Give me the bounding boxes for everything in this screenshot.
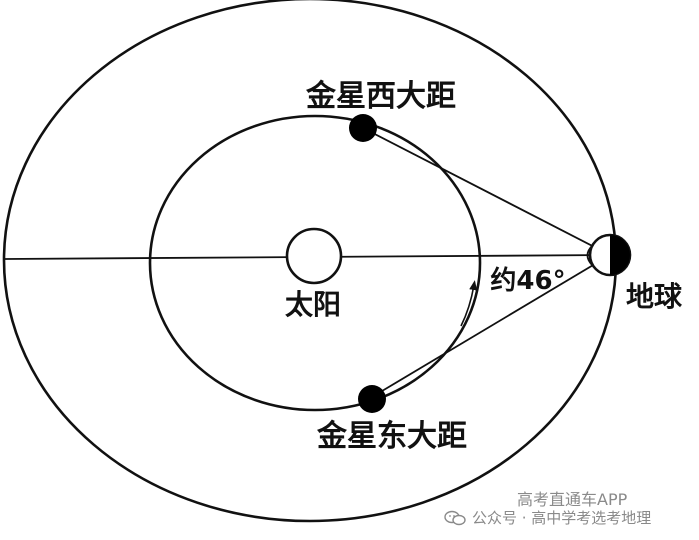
venus-western-elongation [349,114,377,142]
tangent-line-western [362,127,611,256]
earth [588,233,632,277]
watermark-account-text: 公众号 · 高中学考选考地理 [472,509,652,527]
label-angle: 约46° [490,265,565,296]
wechat-icon [444,510,466,525]
tangent-line-eastern [371,254,611,398]
watermark-app-name: 高考直通车APP [517,490,628,509]
watermark-account: 公众号 · 高中学考选考地理 [444,507,651,528]
label-western-elongation: 金星西大距 [305,79,456,114]
sun [285,227,343,285]
orbit-direction-arrow [460,280,478,327]
venus-orbit [148,114,482,412]
venus-eastern-elongation [358,385,386,413]
label-earth: 地球 [626,280,683,313]
label-sun: 太阳 [285,288,341,321]
label-eastern-elongation: 金星东大距 [316,419,467,454]
